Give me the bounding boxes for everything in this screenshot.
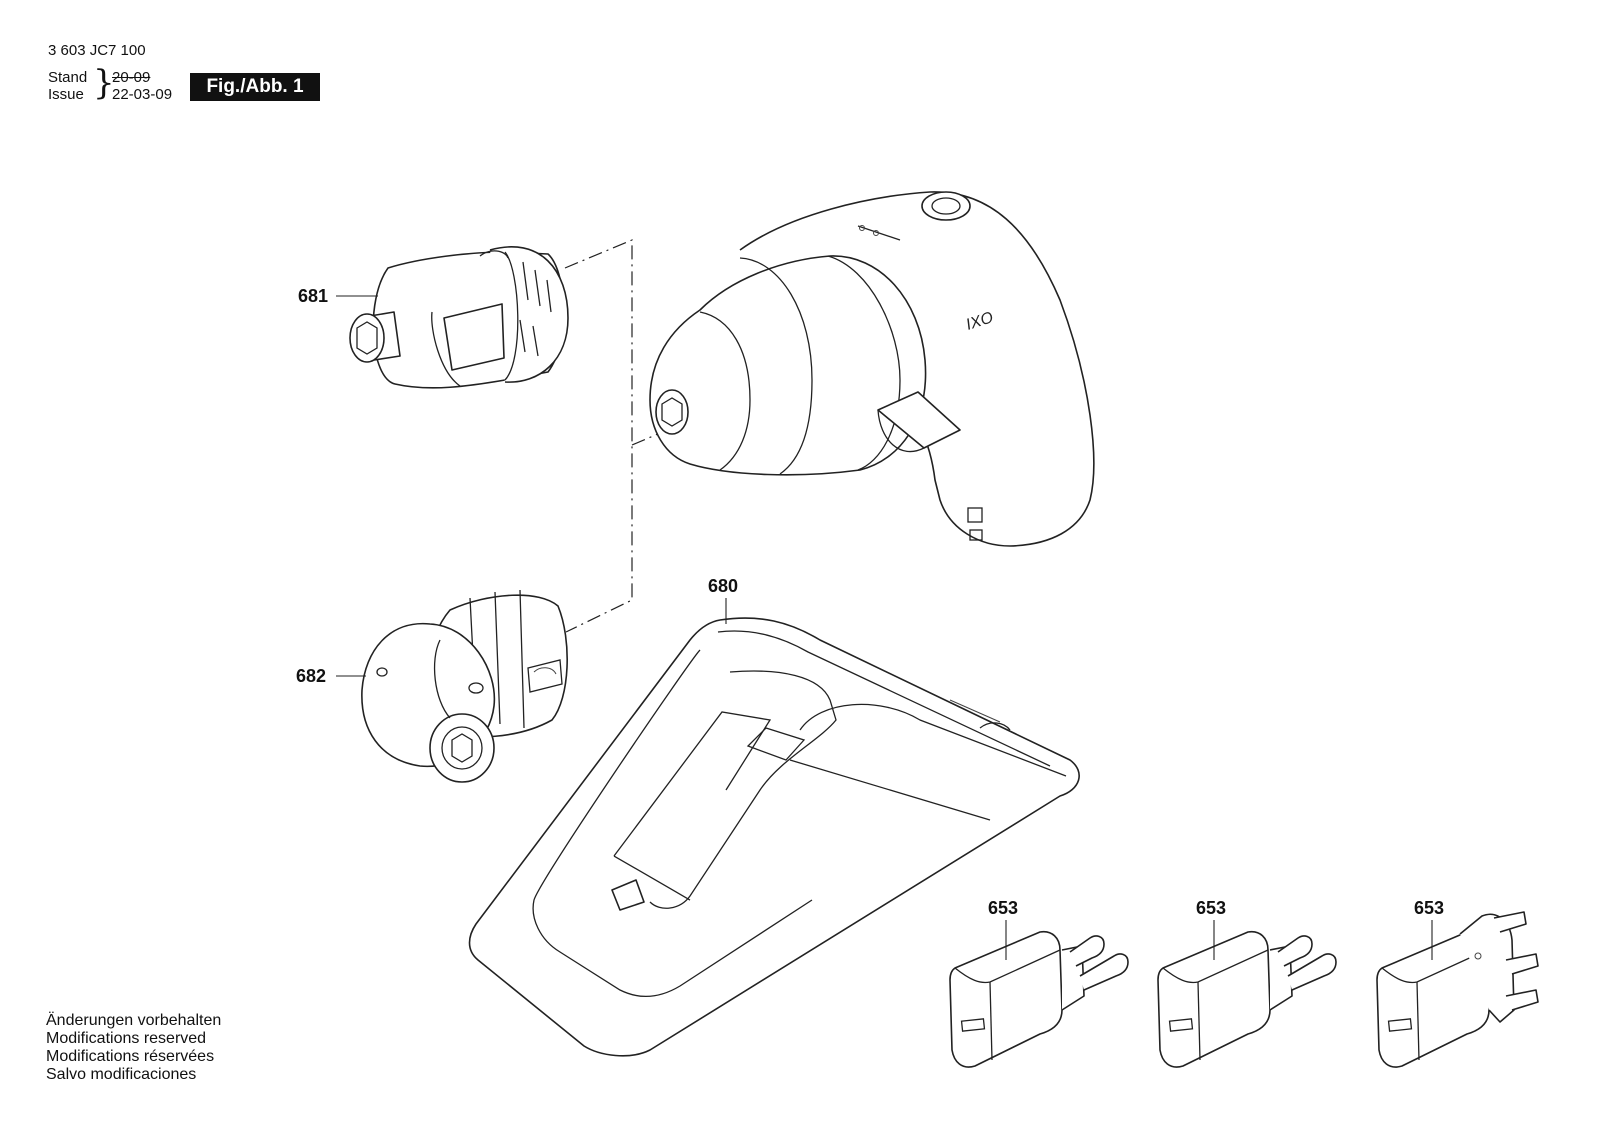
figure-label: Fig./Abb. 1 — [190, 73, 320, 101]
notice-en: Modifications reserved — [46, 1030, 207, 1047]
part-number: 3 603 JC7 100 — [48, 42, 146, 59]
issue-date: 22-03-09 — [112, 86, 173, 103]
charging-stand-680 — [468, 617, 1080, 1057]
adapter-653-c — [1376, 911, 1539, 1068]
callout-681: 681 — [298, 286, 329, 306]
adapter-653-a — [949, 930, 1129, 1068]
stand-label: Stand — [48, 69, 88, 86]
callout-653-c: 653 — [1414, 898, 1445, 918]
modifications-notice: Änderungen vorbehalten Modifications res… — [46, 1012, 221, 1084]
stand-date: 20-09 — [112, 69, 151, 86]
brace-glyph: } — [93, 63, 115, 103]
callout-653-a: 653 — [988, 898, 1019, 918]
notice-de: Änderungen vorbehalten — [46, 1012, 222, 1029]
notice-fr: Modifications réservées — [46, 1048, 215, 1065]
screwdriver-body — [649, 191, 1095, 547]
attachment-682 — [361, 589, 568, 783]
attachment-681 — [349, 246, 569, 389]
callout-680: 680 — [708, 576, 739, 596]
callout-682: 682 — [296, 666, 327, 686]
assembly-line — [564, 239, 673, 633]
adapter-653-b — [1157, 930, 1337, 1068]
callout-653-b: 653 — [1196, 898, 1227, 918]
issue-label: Issue — [48, 86, 84, 103]
notice-es: Salvo modificaciones — [46, 1066, 197, 1083]
